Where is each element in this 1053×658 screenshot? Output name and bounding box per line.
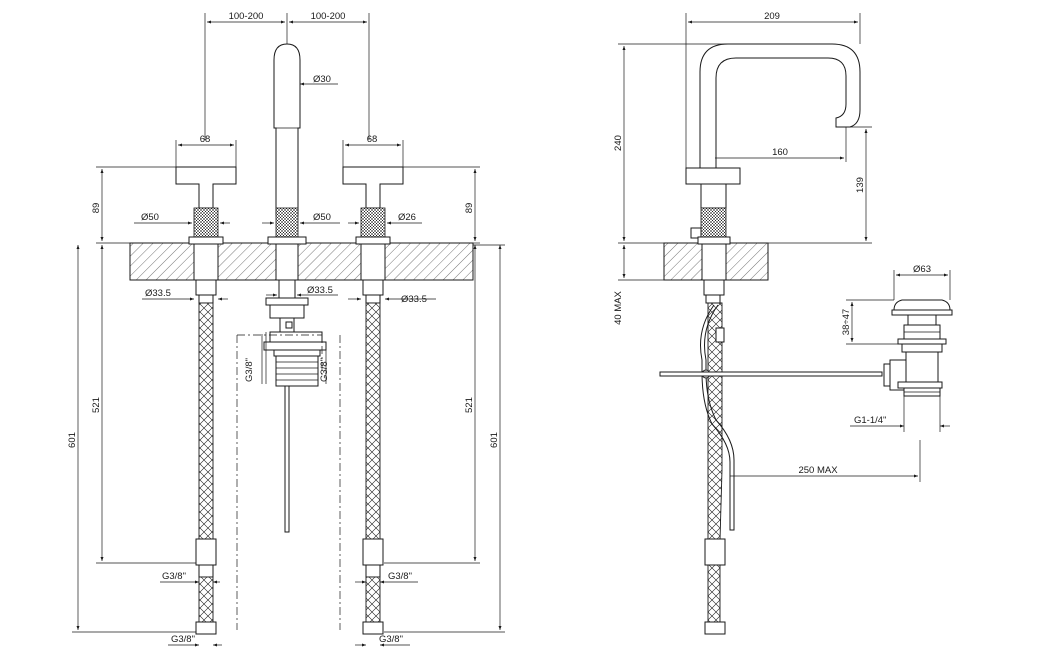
hose-thread-left-lower-label: G3/8" [171, 634, 195, 645]
hole-diameter-left-label: Ø33.5 [145, 288, 171, 299]
rod-length-label: 250 MAX [798, 465, 838, 476]
waste-lift-label: 38÷47 [841, 309, 852, 335]
total-height-left-label: 601 [67, 432, 78, 448]
spout-height-label: 240 [613, 135, 624, 151]
total-height-right-label: 601 [489, 432, 500, 448]
hose-length-right-label: 521 [464, 397, 475, 413]
outlet-height-label: 139 [855, 177, 866, 193]
hose-thread-left-upper-label: G3/8" [162, 571, 186, 582]
spout-diameter-label: Ø30 [313, 74, 331, 85]
spacing-right-label: 100-200 [311, 11, 346, 22]
hose-thread-right-lower-label: G3/8" [379, 634, 403, 645]
handle-height-left-label: 89 [91, 203, 102, 214]
waste-thread-right-label: G3/8" [319, 358, 330, 382]
handle-width-left-label: 68 [200, 134, 211, 145]
side-spout [699, 43, 861, 169]
spout-reach-label: 160 [772, 147, 788, 158]
spout-base-diameter-label: Ø50 [313, 212, 331, 223]
waste-assembly [883, 299, 953, 397]
hole-diameter-center-label: Ø33.5 [307, 285, 333, 296]
spacing-left-label: 100-200 [229, 11, 264, 22]
center-spout [236, 43, 341, 630]
handle-base-diameter-left-label: Ø50 [141, 212, 159, 223]
left-valve [175, 166, 237, 635]
deck-plate-front [129, 242, 474, 281]
hose-length-left-label: 521 [91, 397, 102, 413]
spout-projection-label: 209 [764, 11, 780, 22]
handle-height-right-label: 89 [464, 203, 475, 214]
waste-thread-label: G1-1/4" [854, 415, 886, 426]
waste-diameter-label: Ø63 [913, 264, 931, 275]
hole-diameter-right-label: Ø33.5 [401, 294, 427, 305]
right-valve [342, 166, 404, 635]
hose-thread-right-upper-label: G3/8" [388, 571, 412, 582]
handle-width-right-label: 68 [367, 134, 378, 145]
deck-thickness-label: 40 MAX [613, 290, 624, 324]
handle-base-diameter-right-label: Ø26 [398, 212, 416, 223]
side-view: 209 240 160 139 40 MAX Ø63 38÷47 [613, 11, 953, 635]
waste-thread-left-label: G3/8" [244, 358, 255, 382]
front-view: 100-200 100-200 68 68 Ø30 89 89 Ø50 Ø50 … [67, 11, 505, 647]
